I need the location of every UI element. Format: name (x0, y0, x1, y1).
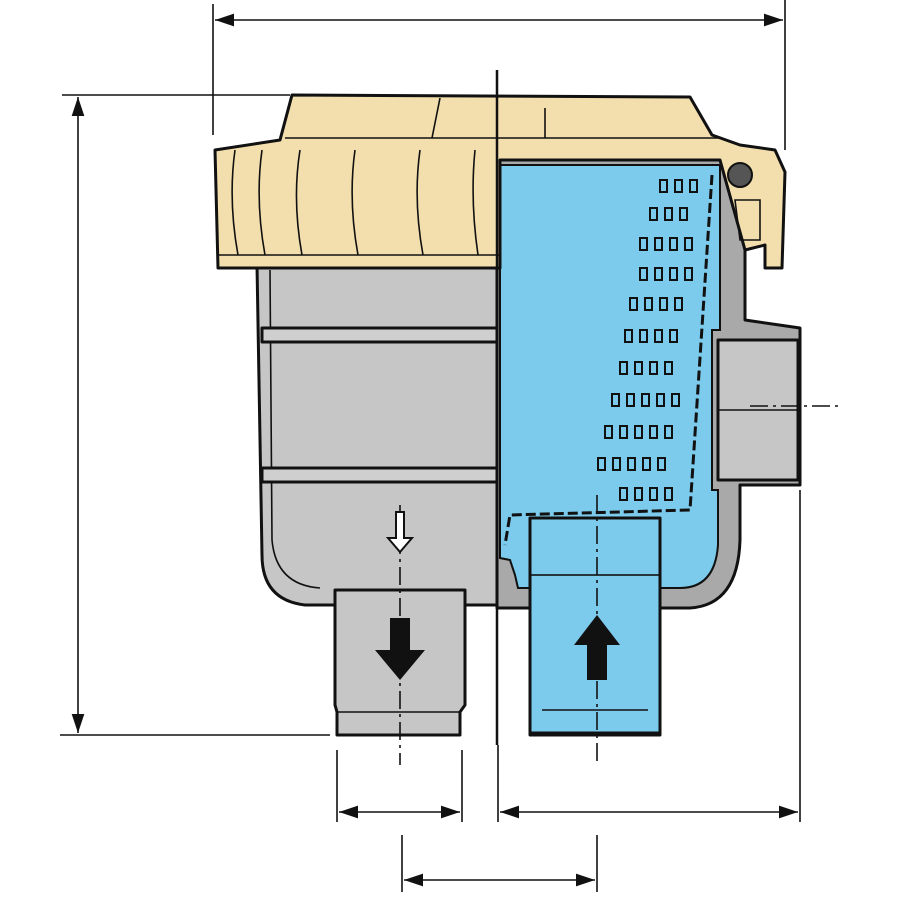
filter-basket (503, 174, 714, 546)
cutaway (495, 148, 802, 737)
strainer-bowl (255, 263, 499, 607)
lid-grip-ribs (231, 149, 479, 256)
filter-mesh (597, 179, 698, 501)
bowl-rib (260, 326, 499, 344)
inflow-up-arrow-icon (574, 615, 620, 680)
water (499, 164, 721, 589)
seal-ring (727, 162, 753, 188)
flow-arrows (375, 511, 620, 680)
lid (213, 93, 787, 270)
flow-down-hollow-arrow-icon (385, 511, 415, 554)
outflow-down-arrow-icon (375, 618, 425, 680)
dimension-lines (60, 0, 801, 892)
bowl-rib (260, 466, 499, 484)
